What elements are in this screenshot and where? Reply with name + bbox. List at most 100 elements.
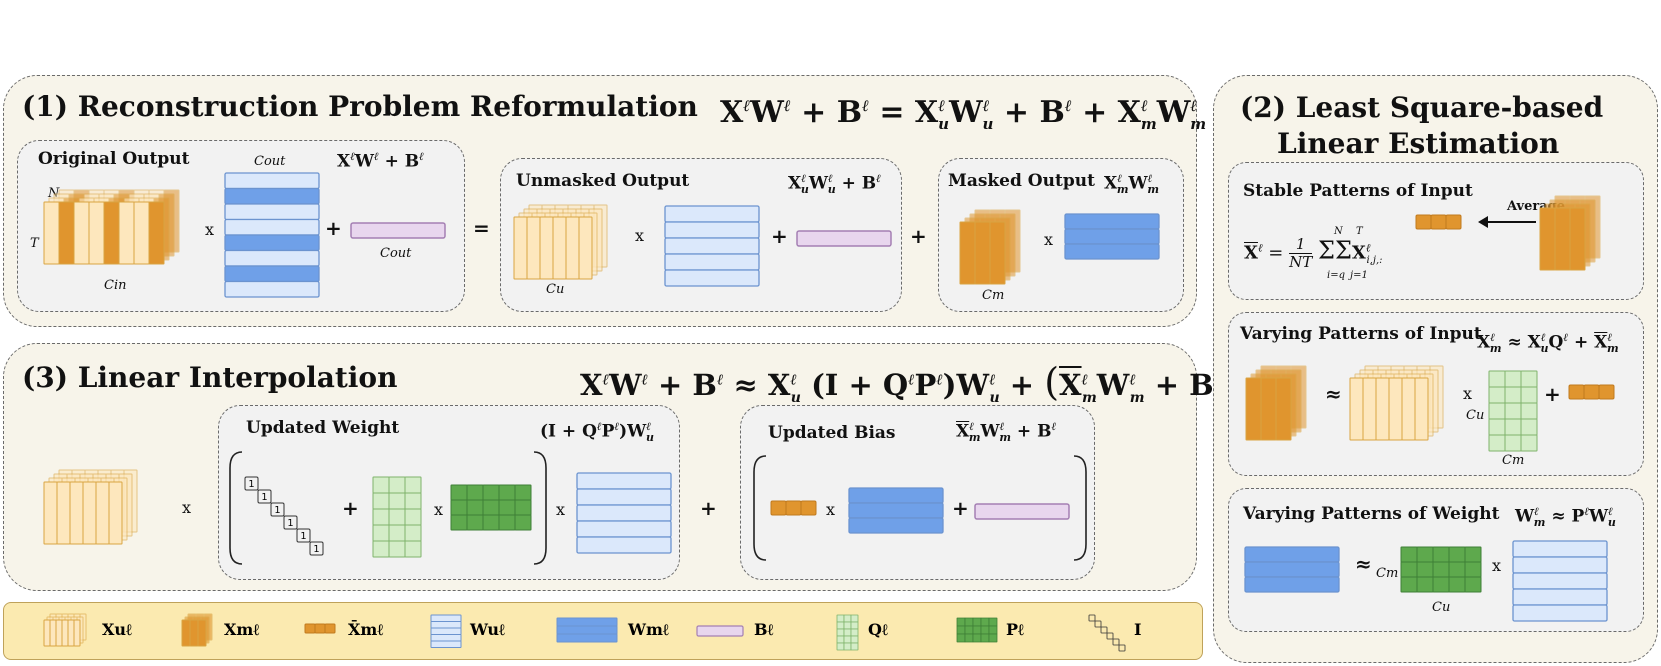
p-matrix	[1400, 546, 1482, 593]
weight-matrix-full	[224, 172, 320, 298]
times-op: x	[1044, 230, 1054, 249]
unmasked-weight-matrix	[1512, 540, 1608, 622]
panel3-equation: XℓWℓ + Bℓ ≈ Xℓu (I + QℓPℓ)Wℓu + (XℓmWℓm …	[580, 360, 1235, 406]
masked-output-equation: XℓmWℓm	[1104, 172, 1159, 197]
legend-masked-weight-symbol: Wmℓ	[628, 620, 669, 639]
legend-identity-icon	[1088, 614, 1126, 652]
legend-identity-symbol: I	[1134, 620, 1142, 639]
bias-vector	[974, 503, 1070, 520]
times-op: x	[826, 500, 836, 519]
varying-weight-equation: Wℓm ≈ PℓWℓu	[1515, 505, 1616, 530]
svg-text:1: 1	[248, 479, 254, 490]
plus-op: +	[771, 224, 788, 248]
legend-q-matrix-icon	[836, 614, 859, 651]
legend-mean-vector-icon	[304, 623, 336, 634]
updated-weight-equation: (I + QℓPℓ)Wℓu	[540, 420, 654, 445]
sum-lower-j: j=1	[1350, 270, 1368, 281]
cin-label: Cin	[104, 278, 127, 293]
cm-label: Cm	[982, 288, 1005, 303]
unmasked-weight-matrix	[576, 472, 672, 554]
legend-unmasked-input-icon	[43, 613, 87, 647]
varying-input-equation: Xℓm ≈ XℓuQℓ + Xℓm	[1477, 331, 1619, 356]
masked-weight-matrix	[848, 487, 944, 534]
svg-text:1: 1	[274, 505, 280, 516]
sum-upper-n: N	[1334, 226, 1343, 237]
masked-input-tensor	[1245, 365, 1307, 441]
plus-op: +	[342, 496, 359, 520]
cm-label: Cm	[1376, 566, 1399, 581]
cu-label: Cu	[1432, 600, 1451, 615]
original-input-tensor	[43, 189, 180, 265]
cm-label: Cm	[1502, 453, 1525, 468]
times-op: x	[182, 498, 192, 517]
svg-text:1: 1	[287, 518, 293, 529]
plus-op: +	[700, 496, 717, 520]
masked-output-label: Masked Output	[948, 171, 1095, 191]
svg-text:1: 1	[261, 492, 267, 503]
approx-op: ≈	[1355, 552, 1372, 576]
bias-vector	[350, 222, 446, 239]
panel2-title-line1: (2) Least Square-based	[1240, 91, 1604, 124]
equals-op: =	[473, 216, 490, 240]
n-label: N	[48, 186, 60, 201]
updated-weight-bracket	[229, 451, 547, 565]
legend-bias-symbol: Bℓ	[754, 620, 774, 639]
panel2-title-line2: Linear Estimation	[1277, 127, 1560, 160]
cout-label-bias: Cout	[380, 246, 412, 261]
legend-p-matrix-symbol: Pℓ	[1006, 620, 1025, 639]
plus-op: +	[1544, 382, 1561, 406]
svg-text:1: 1	[313, 544, 319, 555]
legend-masked-input-symbol: Xmℓ	[224, 620, 260, 639]
unmasked-output-equation: XℓuWℓu + Bℓ	[788, 172, 881, 197]
cu-label: Cu	[1466, 408, 1485, 423]
q-matrix	[1488, 370, 1538, 452]
plus-op: +	[325, 216, 342, 240]
approx-op: ≈	[1325, 382, 1342, 406]
average-arrow	[1478, 216, 1536, 228]
unmasked-weight-matrix	[664, 205, 760, 287]
varying-weight-label: Varying Patterns of Weight	[1243, 504, 1500, 524]
times-op: x	[205, 220, 215, 239]
times-op: x	[556, 500, 566, 519]
times-op: x	[1492, 556, 1502, 575]
masked-input-tensor	[1539, 195, 1601, 271]
legend-masked-input-icon	[181, 613, 213, 647]
sum-lower-i: i=q	[1327, 270, 1345, 281]
unmasked-input-tensor	[1349, 365, 1444, 441]
cu-label: Cu	[546, 282, 565, 297]
masked-weight-matrix	[1244, 546, 1340, 593]
legend-unmasked-weight-symbol: Wuℓ	[470, 620, 505, 639]
masked-weight-matrix	[1064, 213, 1160, 260]
times-op: x	[635, 226, 645, 245]
mean-vector	[1415, 214, 1462, 230]
sum-upper-t: T	[1356, 226, 1363, 237]
legend-unmasked-weight-icon	[430, 614, 462, 648]
legend-mean-vector-symbol: X̄mℓ	[348, 620, 384, 639]
unmasked-input-tensor	[43, 469, 138, 545]
updated-bias-bracket	[753, 455, 1087, 561]
updated-bias-equation: XℓmWℓm + Bℓ	[956, 420, 1057, 445]
cout-label-top: Cout	[254, 154, 286, 169]
masked-input-tensor	[959, 209, 1021, 285]
panel3-title: (3) Linear Interpolation	[22, 361, 398, 394]
updated-weight-label: Updated Weight	[246, 418, 400, 438]
legend-bias-icon	[696, 625, 744, 637]
bias-vector	[796, 230, 892, 247]
legend-q-matrix-symbol: Qℓ	[868, 620, 888, 639]
times-op: x	[1463, 384, 1473, 403]
plus-op: +	[910, 224, 927, 248]
svg-text:1: 1	[300, 531, 306, 542]
plus-op: +	[952, 496, 969, 520]
mean-vector	[1568, 384, 1615, 400]
original-output-label: Original Output	[38, 149, 190, 169]
t-label: T	[30, 236, 39, 251]
times-op: x	[434, 500, 444, 519]
legend-p-matrix-icon	[956, 617, 998, 643]
mean-vector	[770, 500, 817, 516]
panel1-title: (1) Reconstruction Problem Reformulation	[22, 90, 698, 123]
updated-bias-label: Updated Bias	[768, 423, 896, 443]
stable-patterns-label: Stable Patterns of Input	[1243, 181, 1473, 201]
unmasked-output-label: Unmasked Output	[516, 171, 690, 191]
